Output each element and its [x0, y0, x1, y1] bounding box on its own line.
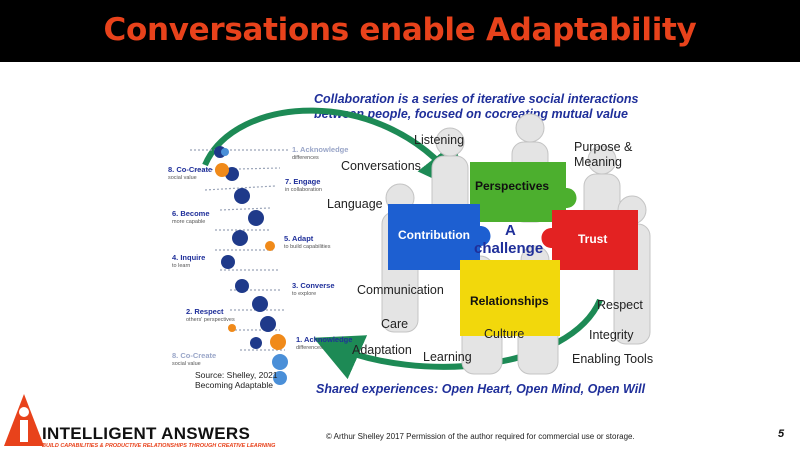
trust-piece: [541, 210, 638, 270]
brand-logo-icon: [4, 394, 44, 446]
shared-experiences: Shared experiences: Open Heart, Open Min…: [316, 382, 646, 396]
word-care: Care: [381, 317, 409, 331]
word-culture: Culture: [484, 327, 525, 341]
brand-name: INTELLIGENT ANSWERS: [42, 424, 251, 443]
collaboration-line-1: Collaboration is a series of iterative s…: [314, 92, 639, 106]
perspectives-piece: [470, 162, 577, 222]
challenge-line-2: challenge: [474, 240, 544, 257]
collaboration-line-2: between people, focused on cocreating mu…: [314, 107, 628, 121]
source-line-2: Becoming Adaptable: [195, 380, 273, 390]
word-integrity: Integrity: [589, 328, 634, 342]
word-purpose-2: Meaning: [574, 155, 622, 169]
challenge-line-1: A: [505, 222, 516, 239]
word-communication: Communication: [357, 283, 444, 297]
collaboration-statement: Collaboration is a series of iterative s…: [314, 92, 674, 122]
word-respect: Respect: [597, 298, 643, 312]
word-purpose-1: Purpose &: [574, 140, 633, 154]
relationships-label: Relationships: [470, 294, 549, 308]
word-language: Language: [327, 197, 383, 211]
puzzle-illustration: [381, 113, 651, 375]
contribution-piece: [388, 204, 491, 270]
helix-source: Source: Shelley, 2021 Becoming Adaptable: [195, 370, 285, 390]
word-listening: Listening: [414, 133, 465, 147]
helix-graphic: [190, 146, 288, 385]
brand-tagline: BUILD CAPABILITIES & PRODUCTIVE RELATION…: [42, 443, 276, 449]
slide-title: Conversations enable Adaptability: [103, 12, 697, 48]
word-learning: Learning: [423, 350, 472, 364]
source-line-1: Source: Shelley, 2021: [195, 370, 278, 380]
relationships-piece: [460, 260, 560, 336]
trust-label: Trust: [578, 232, 608, 246]
title-bar: [0, 0, 800, 62]
word-adaptation: Adaptation: [352, 343, 412, 357]
top-arrow: [202, 107, 467, 195]
word-conversations: Conversations: [341, 159, 421, 173]
word-enabling-tools: Enabling Tools: [572, 352, 654, 366]
copyright-notice: © Arthur Shelley 2017 Permission of the …: [326, 432, 635, 441]
page-number: 5: [778, 428, 785, 440]
perspectives-label: Perspectives: [475, 179, 550, 193]
contribution-label: Contribution: [398, 228, 470, 242]
